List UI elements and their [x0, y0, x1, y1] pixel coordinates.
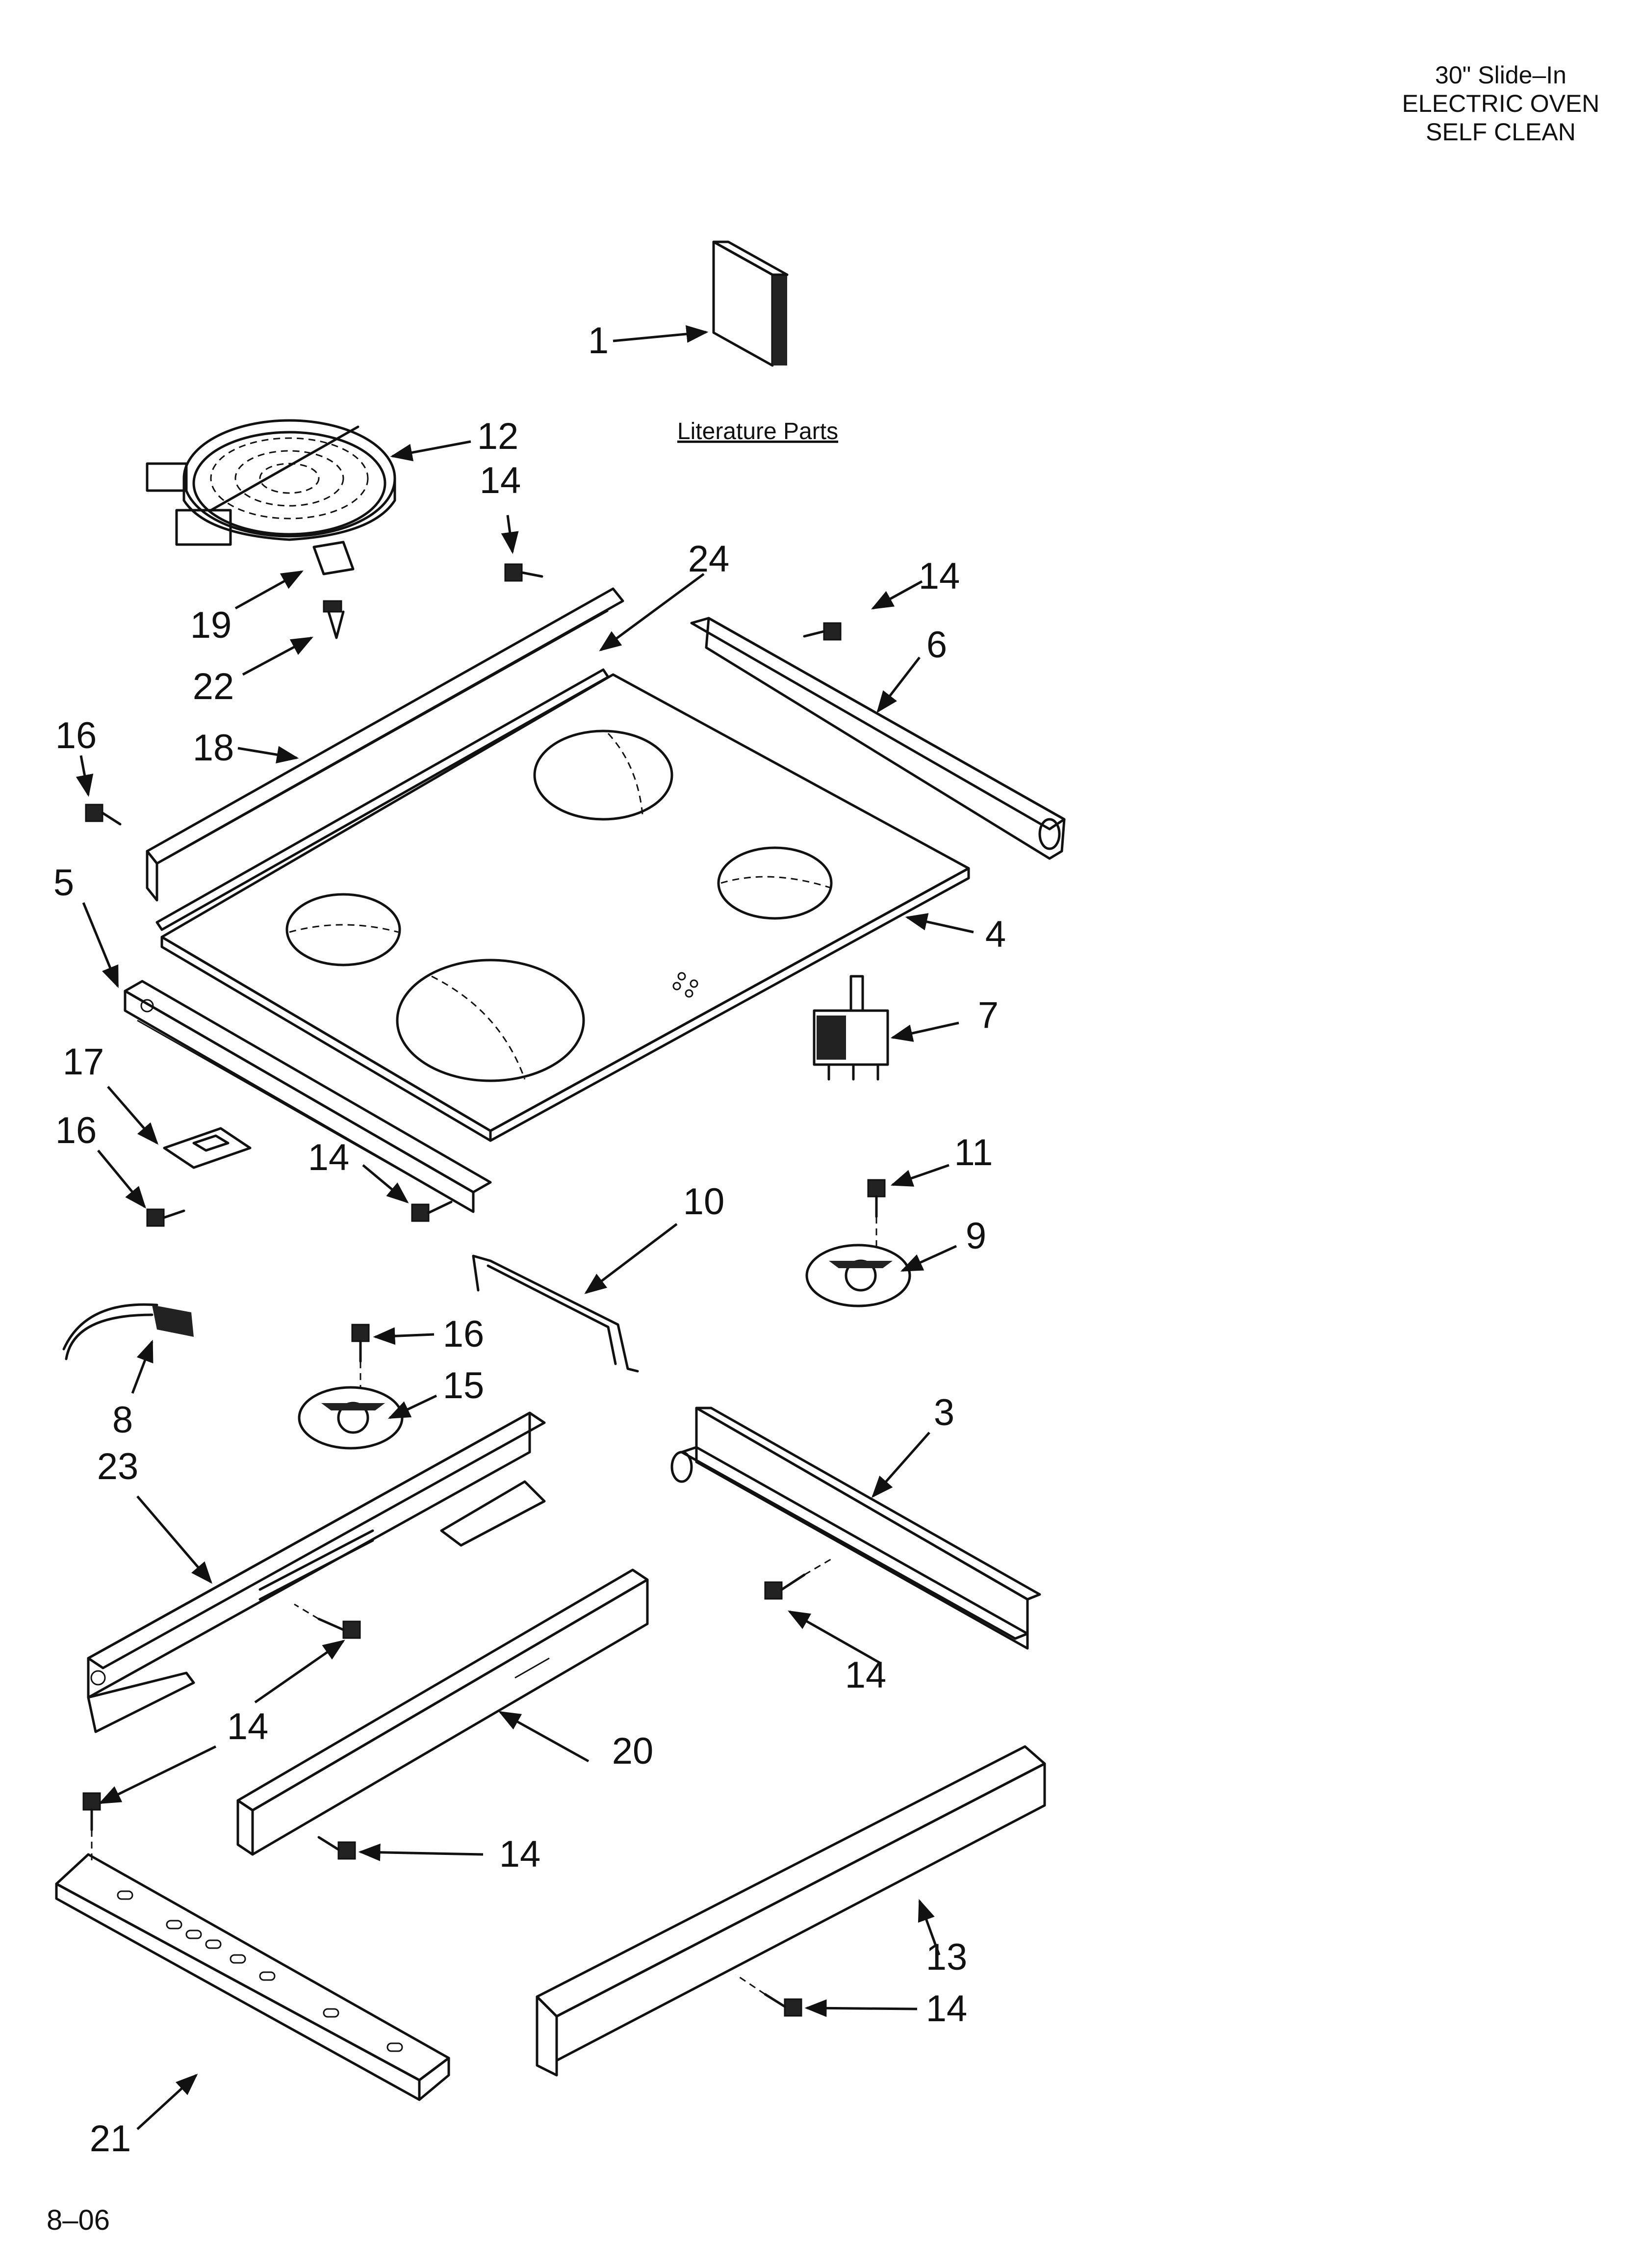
mounting-plate-9	[805, 1244, 911, 1307]
literature-parts-book	[712, 240, 789, 367]
callout-14-right: 14	[919, 555, 960, 597]
panel-slots	[117, 1890, 403, 2052]
vent-slots	[258, 1529, 374, 1601]
callout-4: 4	[985, 913, 1006, 955]
header-line-2: ELECTRIC OVEN	[1402, 90, 1600, 117]
callout-24: 24	[688, 538, 730, 580]
header-line-1: 30" Slide–In	[1435, 61, 1566, 89]
callout-14-rail-right: 14	[845, 1654, 887, 1696]
control-panel-21	[55, 1853, 450, 2101]
callout-14-rail-left: 14	[227, 1706, 269, 1747]
callout-14-channel: 14	[499, 1833, 541, 1875]
literature-parts-label: Literature Parts	[677, 418, 838, 444]
callout-14-front-rail: 14	[926, 1988, 968, 2030]
callout-1: 1	[588, 320, 609, 362]
leader-lines	[76, 325, 974, 2130]
callout-5: 5	[53, 862, 74, 904]
screw-14-channel	[317, 1836, 356, 1860]
infinite-switch-7	[813, 975, 889, 1081]
callout-6: 6	[926, 624, 947, 666]
bracket-17	[163, 1127, 252, 1169]
callout-22: 22	[193, 666, 234, 707]
gasket-strip-24	[155, 668, 610, 931]
screw-16-lower	[146, 1208, 185, 1227]
callout-7: 7	[978, 994, 999, 1036]
wire-harness-8	[62, 1303, 194, 1360]
screw-14-right	[803, 622, 842, 641]
wire-bracket-10	[472, 1254, 639, 1373]
screw-16-mid	[351, 1324, 370, 1363]
screw-14-top	[504, 563, 543, 582]
radiant-surface-element	[146, 419, 396, 546]
footer-code: 8–06	[47, 2204, 110, 2236]
callout-15: 15	[443, 1365, 485, 1407]
callout-16-lower: 16	[55, 1110, 97, 1151]
screw-14-panel	[82, 1792, 101, 1831]
screw-22	[323, 600, 345, 639]
rear-trim-18	[146, 587, 624, 902]
callout-16-left: 16	[55, 715, 97, 756]
callout-9: 9	[966, 1215, 986, 1257]
callout-3: 3	[934, 1392, 954, 1434]
element-clip	[312, 541, 355, 575]
callout-8: 8	[112, 1399, 133, 1441]
side-rail-3	[670, 1407, 1041, 1650]
screw-14-front	[411, 1200, 453, 1222]
screw-14-rail-right	[764, 1573, 806, 1600]
callout-12: 12	[477, 416, 519, 457]
callout-14-top: 14	[480, 460, 521, 501]
callout-10: 10	[683, 1181, 725, 1223]
callout-14-front: 14	[308, 1137, 350, 1178]
screw-16-left	[85, 804, 122, 826]
support-channel-20	[236, 1568, 649, 1856]
callout-18: 18	[193, 727, 234, 769]
side-rail-23	[87, 1411, 546, 1733]
callout-23: 23	[97, 1446, 139, 1487]
callout-20: 20	[612, 1730, 654, 1772]
callout-17: 17	[63, 1041, 104, 1083]
front-rail-13	[536, 1745, 1046, 2077]
callout-13: 13	[926, 1936, 968, 1978]
screw-14-rail-left	[317, 1617, 361, 1639]
callout-19: 19	[190, 604, 232, 646]
front-trim-5	[124, 980, 492, 1213]
mounting-plate-15	[298, 1386, 404, 1450]
header-line-3: SELF CLEAN	[1426, 118, 1576, 146]
callout-16-mid: 16	[443, 1313, 485, 1355]
screw-11	[867, 1179, 886, 1218]
ceramic-glass-cooktop	[160, 673, 970, 1142]
callout-21: 21	[90, 2118, 131, 2160]
screw-14-front-rail	[764, 1993, 802, 2017]
callout-11: 11	[954, 1132, 993, 1173]
side-trim-6	[690, 617, 1066, 860]
callout-numbers: 1 12 14 24 14 6 19 22 16 18 4 5 7 17 16 …	[53, 320, 1006, 2160]
